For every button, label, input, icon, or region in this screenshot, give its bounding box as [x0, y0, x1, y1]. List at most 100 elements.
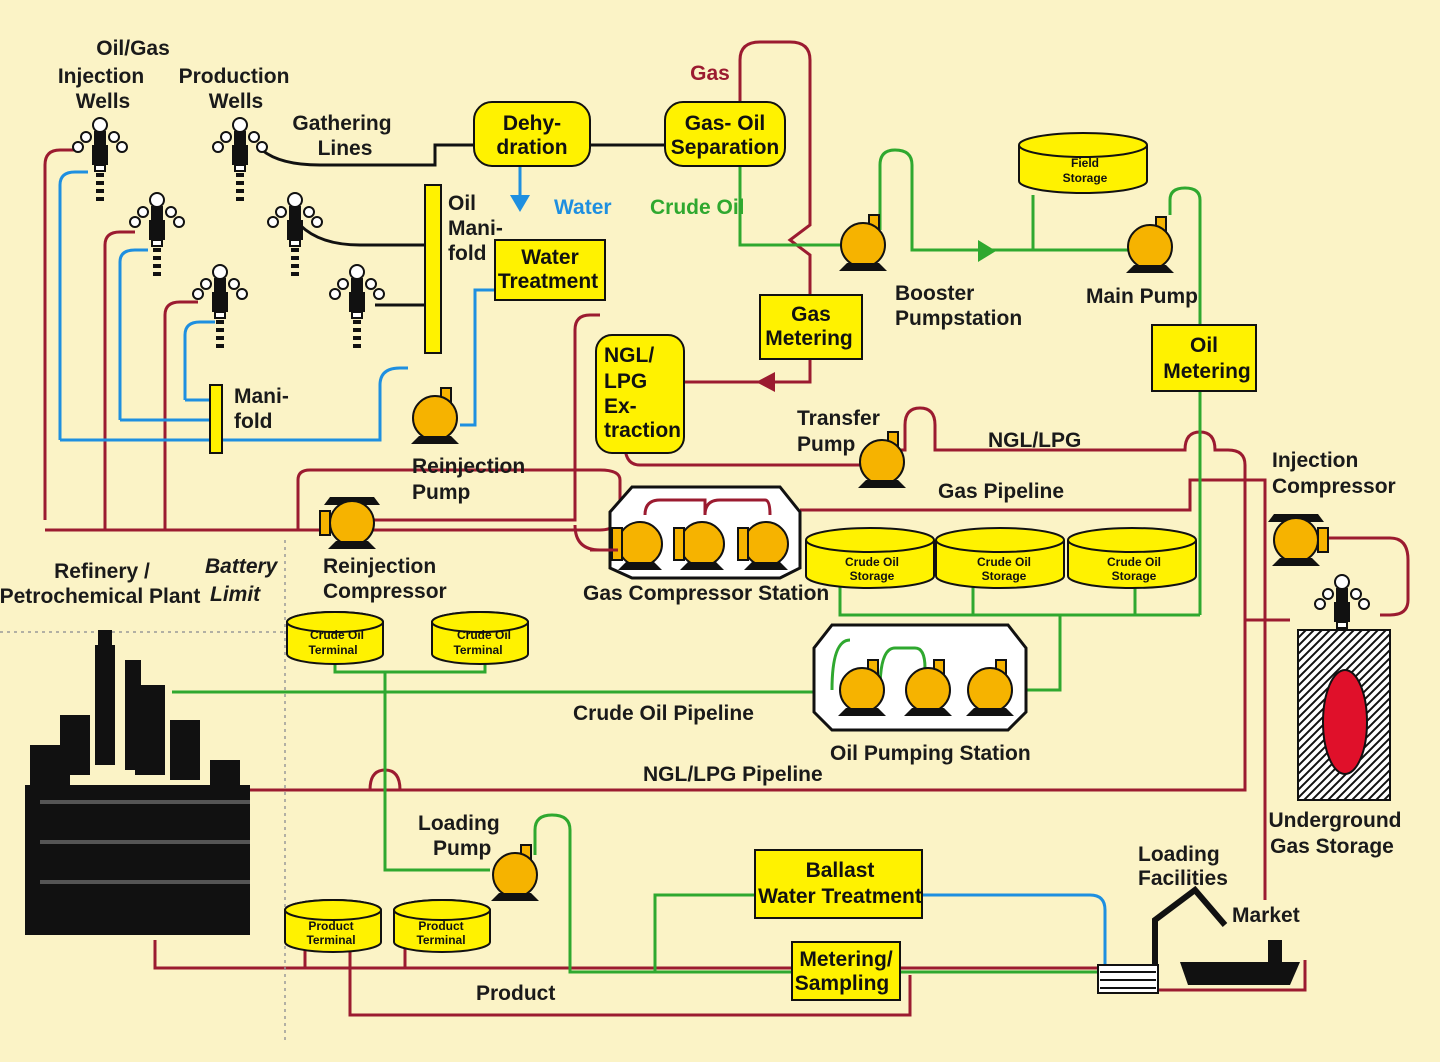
water-treatment-box: Water Treatment	[494, 239, 606, 301]
label-loading-pump: Pump	[433, 837, 491, 860]
label-gas-compressor-station: Gas Compressor Station	[583, 582, 829, 605]
label-manifold: Mani-	[234, 385, 289, 408]
box-label: Separation	[671, 136, 780, 159]
tank-label: Crude Oil	[977, 555, 1031, 569]
label-loading-facilities: Facilities	[1138, 867, 1228, 890]
label-battery-limit: Limit	[210, 583, 261, 606]
label-battery-limit: Battery	[205, 555, 279, 578]
ship-icon	[1180, 962, 1300, 985]
label-production-wells: Wells	[209, 90, 263, 113]
label-oil-gas-injection-wells: Oil/Gas	[96, 37, 170, 60]
label-water: Water	[554, 196, 612, 219]
product-terminal-tank: Product Terminal	[393, 899, 491, 953]
dehydration-box: Dehy- dration	[473, 101, 591, 167]
gas-flow-arrow	[756, 372, 775, 392]
label-main-pump: Main Pump	[1086, 285, 1198, 308]
tank-label: Crude Oil	[845, 555, 899, 569]
underground-gas-storage	[1297, 629, 1391, 801]
label-gas: Gas	[690, 62, 730, 85]
manifold-bar	[209, 384, 223, 454]
ngl-lpg-extraction-box: NGL/ LPG Ex- traction	[595, 334, 685, 454]
label-booster-pumpstation: Booster	[895, 282, 974, 305]
label-reinjection-pump: Pump	[412, 481, 470, 504]
box-label: Ballast	[806, 859, 875, 882]
label-transfer-pump: Pump	[797, 433, 855, 456]
tank-label: Crude Oil	[1107, 555, 1161, 569]
gas-compressor-station	[590, 485, 802, 580]
label-reinjection-compressor: Reinjection	[323, 555, 436, 578]
box-label: Metering	[765, 327, 853, 350]
oil-metering-box: Oil Metering	[1151, 324, 1257, 392]
label-oil-gas-injection-wells: Injection	[58, 65, 144, 88]
box-label: dration	[496, 136, 567, 159]
box-label: Metering/	[799, 948, 893, 971]
box-label: traction	[604, 419, 681, 442]
injection-compressor-icon	[1267, 513, 1329, 567]
production-wellhead-icon	[212, 117, 268, 202]
box-label: Dehy-	[503, 112, 561, 135]
tank-label: Product	[418, 919, 463, 933]
tank-label: Terminal	[416, 933, 465, 947]
transfer-pump-icon	[857, 431, 907, 489]
pipes-gathering	[261, 143, 665, 307]
label-gathering-lines: Lines	[318, 137, 373, 160]
box-label: Treatment	[498, 270, 598, 293]
label-oil-manifold: fold	[448, 242, 486, 265]
tank-label: Product	[308, 919, 353, 933]
crude-oil-storage-tank: Crude Oil Storage	[805, 527, 935, 589]
reinjection-pump-icon	[410, 387, 460, 445]
label-oil-manifold: Mani-	[448, 217, 503, 240]
box-label: Oil	[1190, 334, 1218, 357]
injection-wellhead-icon	[192, 264, 248, 349]
main-pump-icon	[1125, 216, 1175, 274]
box-label: Gas	[791, 303, 831, 326]
box-label: Water Treatment	[758, 885, 922, 908]
reinjection-compressor-icon	[319, 496, 381, 550]
label-reinjection-compressor: Compressor	[323, 580, 447, 603]
tank-label: Storage	[1063, 171, 1108, 185]
label-production-wells: Production	[179, 65, 290, 88]
box-label: Metering	[1163, 360, 1251, 383]
label-crude-oil: Crude Oil	[650, 196, 745, 219]
loading-pump-icon	[490, 844, 540, 902]
label-market: Market	[1232, 904, 1300, 927]
gas-oil-separation-box: Gas- Oil Separation	[664, 101, 786, 167]
tank-label: Terminal	[308, 643, 357, 657]
label-crude-oil-pipeline: Crude Oil Pipeline	[573, 702, 754, 725]
tank-label: Terminal	[453, 643, 502, 657]
box-label: NGL/	[604, 344, 654, 367]
label-oil-pumping-station: Oil Pumping Station	[830, 742, 1031, 765]
label-loading-facilities: Loading	[1138, 843, 1220, 866]
box-label: Ex-	[604, 395, 637, 418]
label-refinery: Refinery /	[54, 560, 150, 583]
tank-label: Terminal	[306, 933, 355, 947]
crude-oil-storage-tank: Crude Oil Storage	[935, 527, 1065, 589]
label-oil-gas-injection-wells: Wells	[76, 90, 130, 113]
crude-oil-terminal-tank: Crude Oil Terminal	[431, 611, 529, 665]
box-label: Water	[521, 246, 579, 269]
pipes-gas	[43, 40, 1410, 1017]
label-product: Product	[476, 982, 555, 1005]
injection-wellhead-icon	[129, 192, 185, 277]
crude-flow-arrow	[978, 240, 996, 262]
label-gas-pipeline: Gas Pipeline	[938, 480, 1064, 503]
crude-oil-terminal-tank: Crude Oil Terminal	[286, 611, 384, 665]
injection-wellhead-icon	[72, 117, 128, 202]
product-terminal-tank: Product Terminal	[284, 899, 382, 953]
label-underground-gas-storage: Underground	[1269, 809, 1402, 832]
box-label: Sampling	[795, 972, 890, 995]
label-injection-compressor: Injection	[1272, 449, 1358, 472]
label-ngl-lpg-pipeline: NGL/LPG Pipeline	[643, 763, 823, 786]
tank-label: Storage	[982, 569, 1027, 583]
gas-metering-box: Gas Metering	[759, 294, 863, 360]
refinery-silhouette-icon	[25, 630, 250, 935]
label-underground-gas-storage: Gas Storage	[1270, 835, 1394, 858]
oil-manifold-bar	[424, 184, 442, 354]
field-storage-tank: Field Storage	[1018, 132, 1148, 194]
label-oil-manifold: Oil	[448, 192, 476, 215]
label-gathering-lines: Gathering	[292, 112, 391, 135]
oil-pumping-station	[812, 623, 1028, 732]
label-refinery: Petrochemical Plant	[0, 585, 200, 608]
